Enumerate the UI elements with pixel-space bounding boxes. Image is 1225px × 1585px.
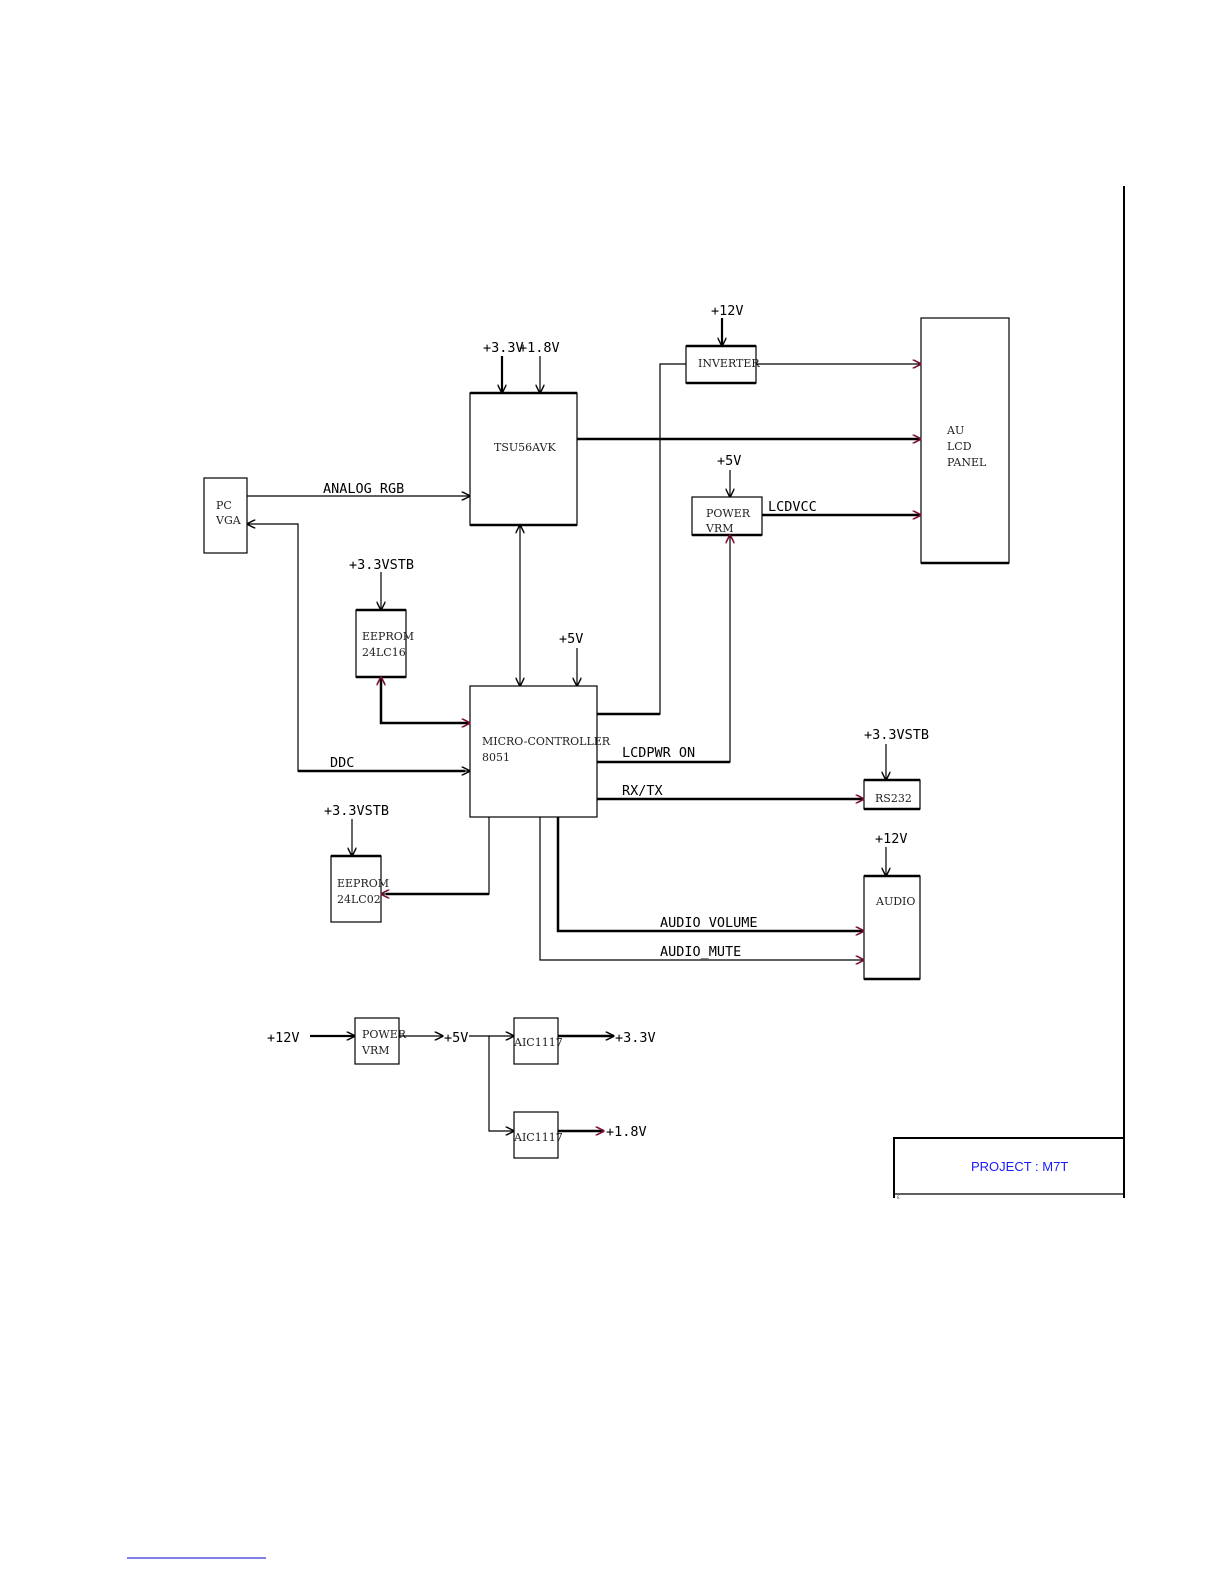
- block-pc-vga: PC VGA: [204, 478, 247, 553]
- block-lcd-panel: AU LCD PANEL: [921, 318, 1009, 563]
- block-tsu56avk: TSU56AVK: [470, 393, 577, 525]
- block-inverter: INVERTER: [686, 346, 760, 383]
- pc-vga-label-2: VGA: [215, 514, 242, 527]
- tsu56avk-label: TSU56AVK: [494, 441, 556, 454]
- aic1117-b-label: AIC1117: [513, 1131, 563, 1144]
- block-eeprom-24lc16: EEPROM 24LC16: [356, 610, 414, 677]
- label-audio-12v: +12V: [875, 831, 908, 847]
- lcd-panel-label-1: AU: [946, 424, 964, 437]
- wire-mcu-eeprom02: [381, 817, 489, 894]
- wire-eeprom16-mcu: [381, 677, 470, 723]
- label-chain-out-1v8: +1.8V: [606, 1124, 647, 1140]
- wire-audio-mute: [540, 817, 864, 960]
- label-rs232-stb: +3.3VSTB: [864, 727, 929, 743]
- lcd-panel-label-2: LCD: [947, 440, 972, 453]
- label-lcdpwr-on: LCDPWR ON: [622, 745, 695, 761]
- block-audio: AUDIO: [864, 876, 920, 979]
- wire-mcu-inverter: [597, 364, 686, 714]
- label-audio-volume: AUDIO VOLUME: [660, 915, 758, 931]
- block-eeprom-24lc02: EEPROM 24LC02: [331, 856, 389, 922]
- label-chain-out-3v3: +3.3V: [615, 1030, 656, 1046]
- audio-label: AUDIO: [875, 895, 915, 908]
- eeprom-24lc02-label-2: 24LC02: [337, 893, 381, 906]
- eeprom-24lc16-label-1: EEPROM: [362, 630, 414, 643]
- micro-controller-label-1: MICRO-CONTROLLER: [482, 735, 611, 748]
- micro-controller-label-2: 8051: [482, 751, 510, 764]
- label-inverter-12v: +12V: [711, 303, 744, 319]
- title-block: PROJECT : M7T ε: [894, 1138, 1124, 1201]
- label-tsu-3v3: +3.3V: [483, 340, 524, 356]
- wire-lcdpwr-on: [597, 535, 730, 762]
- block-aic1117-a: AIC1117: [513, 1018, 563, 1064]
- eeprom-24lc02-label-1: EEPROM: [337, 877, 389, 890]
- block-aic1117-b: AIC1117: [513, 1112, 563, 1158]
- wire-audio-volume: [558, 817, 864, 931]
- pc-vga-label-1: PC: [216, 499, 232, 512]
- block-power-vrm-bottom: POWER VRM: [355, 1018, 407, 1064]
- power-vrm-top-label-2: VRM: [705, 522, 734, 535]
- label-rx-tx: RX/TX: [622, 783, 663, 799]
- power-vrm-bottom-label-1: POWER: [362, 1028, 407, 1041]
- block-micro-controller: MICRO-CONTROLLER 8051: [470, 686, 611, 817]
- aic1117-a-label: AIC1117: [513, 1036, 563, 1049]
- inverter-label: INVERTER: [698, 357, 760, 370]
- label-vrm-5v: +5V: [717, 453, 741, 469]
- label-eeprom02-stb: +3.3VSTB: [324, 803, 389, 819]
- wire-chain-5v-aic-b: [489, 1036, 514, 1131]
- block-rs232: RS232: [864, 780, 920, 809]
- label-tsu-1v8: +1.8V: [519, 340, 560, 356]
- rs232-label: RS232: [875, 792, 912, 805]
- label-mcu-5v: +5V: [559, 631, 583, 647]
- project-name: PROJECT : M7T: [971, 1159, 1068, 1174]
- label-ddc: DDC: [330, 755, 354, 771]
- block-power-vrm-top: POWER VRM: [692, 497, 762, 535]
- label-chain-5v: +5V: [444, 1030, 468, 1046]
- label-lcdvcc: LCDVCC: [768, 499, 817, 515]
- label-analog-rgb: ANALOG RGB: [323, 481, 404, 497]
- power-vrm-bottom-label-2: VRM: [361, 1044, 390, 1057]
- power-vrm-top-label-1: POWER: [706, 507, 751, 520]
- title-block-fragment: ε: [897, 1195, 900, 1201]
- label-chain-in-12v: +12V: [267, 1030, 300, 1046]
- label-audio-mute: AUDIO_MUTE: [660, 944, 741, 960]
- lcd-panel-label-3: PANEL: [947, 456, 987, 469]
- eeprom-24lc16-label-2: 24LC16: [362, 646, 406, 659]
- label-eeprom16-stb: +3.3VSTB: [349, 557, 414, 573]
